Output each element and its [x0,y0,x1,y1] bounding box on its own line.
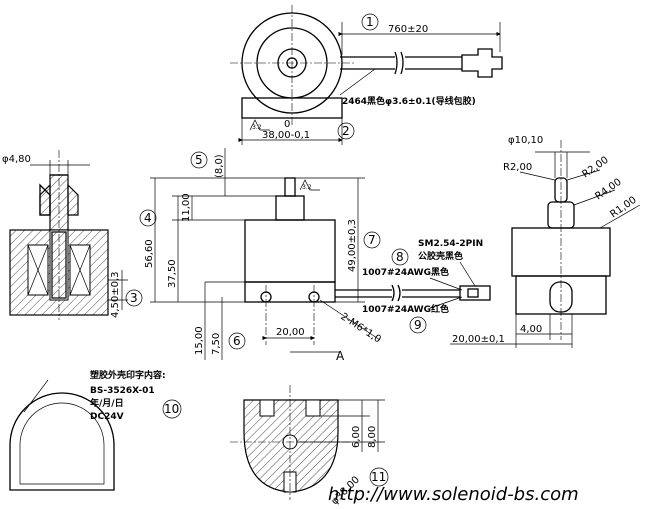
right-dia-dim: φ10,10 [508,135,543,146]
front-view: 56,60 37,50 11,00 4 (8,0) 5 15,00 7,50 6… [139,148,491,363]
print-line-date: 年/月/日 [90,397,124,409]
balloon-4: 4 [144,211,152,225]
stroke-height-dim: 4,50±0,3 [110,271,121,318]
base-height-dim: 15,00 [194,326,205,355]
balloon-1: 1 [366,15,374,29]
red-wire-label: 1007#24AWG红色 [362,303,449,315]
section-mark: A [336,349,345,363]
balloon-2: 2 [342,124,350,138]
collar-height-dim: 11,00 [181,193,192,222]
wire-spec-label: 2464黑色φ3.6±0.1(导线包胶) [342,95,476,107]
total-height-dim: 56,60 [144,239,155,268]
balloon-9: 9 [414,318,422,332]
section-dim-8: 8,00 [367,426,378,448]
stroke-dim: (8,0) [214,154,225,178]
front-roughness: 3.2 [302,184,312,191]
print-content-title: 塑胶外壳印字内容: [90,369,166,381]
hole-height-dim: 7,50 [211,333,222,355]
balloon-3: 3 [130,291,138,305]
watermark-url: http://www.solenoid-bs.com [328,484,579,505]
top-roughness: 3.2 [252,124,262,131]
print-line-model: BS-3526X-01 [90,386,155,396]
cable-length-dim: 760±20 [388,24,428,35]
right-width-dim: 20,00±0,1 [452,334,505,345]
radius-4: R4,00 [593,177,623,203]
hole-spacing-dim: 20,00 [276,327,305,338]
balloon-6: 6 [233,334,241,348]
connector-housing: 公胶壳黑色 [418,250,463,262]
body-height-dim: 37,50 [167,259,178,288]
section-dim-6: 6,00 [351,426,362,448]
right-height-dim: 49,00±0,3 [347,219,358,272]
black-wire-label: 1007#24AWG黑色 [362,266,449,278]
balloon-7: 7 [368,233,376,247]
balloon-10: 10 [164,402,179,416]
label-view: 塑胶外壳印字内容: BS-3526X-01 年/月/日 DC24V 10 [9,369,182,491]
zero-mark: 0 [284,119,290,130]
connector-spec: SM2.54-2PIN [418,239,483,249]
plunger-dia-dim: φ4,80 [2,154,31,165]
balloon-11: 11 [371,470,386,484]
balloon-5: 5 [195,153,203,167]
print-line-voltage: DC24V [90,412,124,422]
radius-2b: R2,00 [580,155,610,181]
balloon-8: 8 [396,250,404,264]
left-section-view: φ4,80 4,50±0,3 3 [2,150,143,320]
radius-1: R1,00 [608,195,638,221]
top-view: 760±20 1 2464黑色φ3.6±0.1(导线包胶) 0 38,00-0,… [230,5,503,145]
thread-spec: 2-M6*1,0 [338,311,382,345]
top-width-dim: 38,00-0,1 [262,130,310,141]
offset-dim: 4,00 [520,324,542,335]
radius-2a: R2,00 [503,162,532,173]
